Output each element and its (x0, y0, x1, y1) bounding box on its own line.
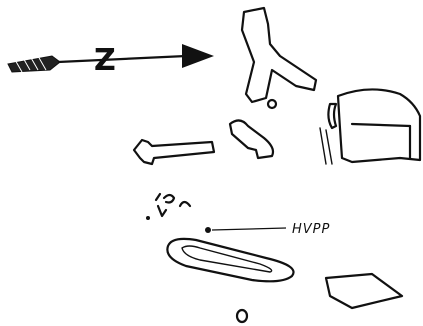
north-arrow-tail (8, 56, 60, 72)
elongated-island-feature (167, 239, 293, 281)
small-circle-feature (268, 100, 276, 108)
north-arrow: Z (8, 43, 214, 78)
north-arrow-head (182, 44, 214, 68)
t-shaped-feature (134, 140, 214, 164)
north-label: Z (94, 43, 116, 78)
bottom-small-circle (237, 310, 247, 322)
hvpp-label: HVPP (292, 222, 330, 237)
small-curved-feature (328, 104, 336, 128)
north-arrow-shaft (58, 56, 186, 62)
hvpp-leader-line (212, 228, 286, 230)
diagonal-elongated-feature (230, 120, 273, 158)
hvpp-point (205, 227, 211, 233)
y-shaped-feature (242, 8, 316, 102)
quadrilateral-feature (326, 274, 402, 308)
hvpp-marker: HVPP (205, 222, 330, 237)
small-marks-cluster (146, 194, 190, 220)
